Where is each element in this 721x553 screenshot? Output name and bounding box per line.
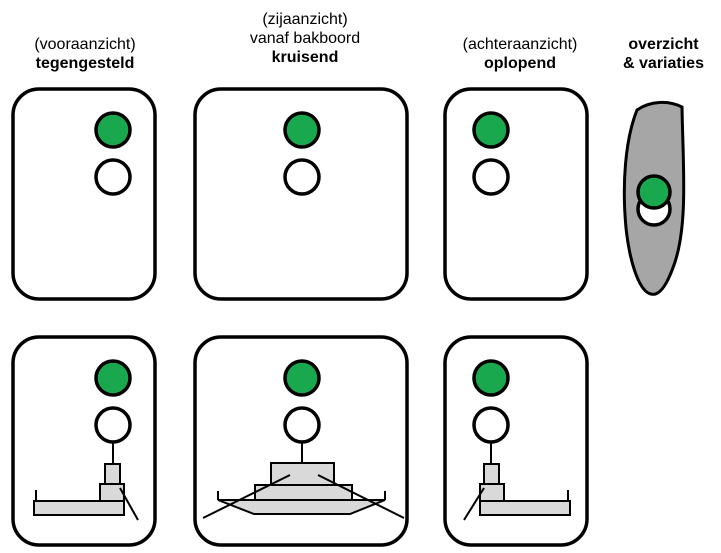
header-overzicht: overzicht & variaties	[606, 35, 721, 73]
header-variations-label: & variaties	[623, 55, 704, 72]
white-light-icon	[94, 158, 132, 196]
panel-rear-top	[443, 87, 589, 301]
green-light-icon	[94, 111, 132, 149]
green-light-icon	[472, 111, 510, 149]
header-vooraanzicht: (vooraanzicht) tegengesteld	[0, 35, 170, 73]
green-light-icon	[283, 111, 321, 149]
green-light-icon	[283, 359, 321, 397]
header-overview-label: overzicht	[628, 36, 699, 53]
white-light-icon	[472, 158, 510, 196]
green-light-icon	[472, 359, 510, 397]
header-situation-label: kruisend	[271, 49, 339, 66]
white-light-icon	[472, 406, 510, 444]
green-light-icon	[636, 174, 672, 210]
panel-front-top	[11, 87, 157, 301]
header-view-label: (achteraanzicht)	[462, 36, 578, 53]
green-light-icon	[94, 359, 132, 397]
header-view-label: (vooraanzicht)	[34, 36, 136, 53]
header-zijaanzicht: (zijaanzicht) vanaf bakboord kruisend	[190, 10, 420, 67]
white-light-icon	[283, 406, 321, 444]
header-view-label: (zijaanzicht)	[262, 11, 348, 28]
header-situation-label: oplopend	[484, 55, 556, 72]
header-view-sublabel: vanaf bakboord	[249, 30, 361, 47]
ship-side-icon	[202, 442, 405, 519]
header-achteraanzicht: (achteraanzicht) oplopend	[440, 35, 600, 73]
ship-front-icon	[33, 442, 139, 521]
header-situation-label: tegengesteld	[35, 55, 135, 72]
white-light-icon	[283, 158, 321, 196]
ship-rear-icon	[463, 442, 571, 521]
white-light-icon	[94, 406, 132, 444]
